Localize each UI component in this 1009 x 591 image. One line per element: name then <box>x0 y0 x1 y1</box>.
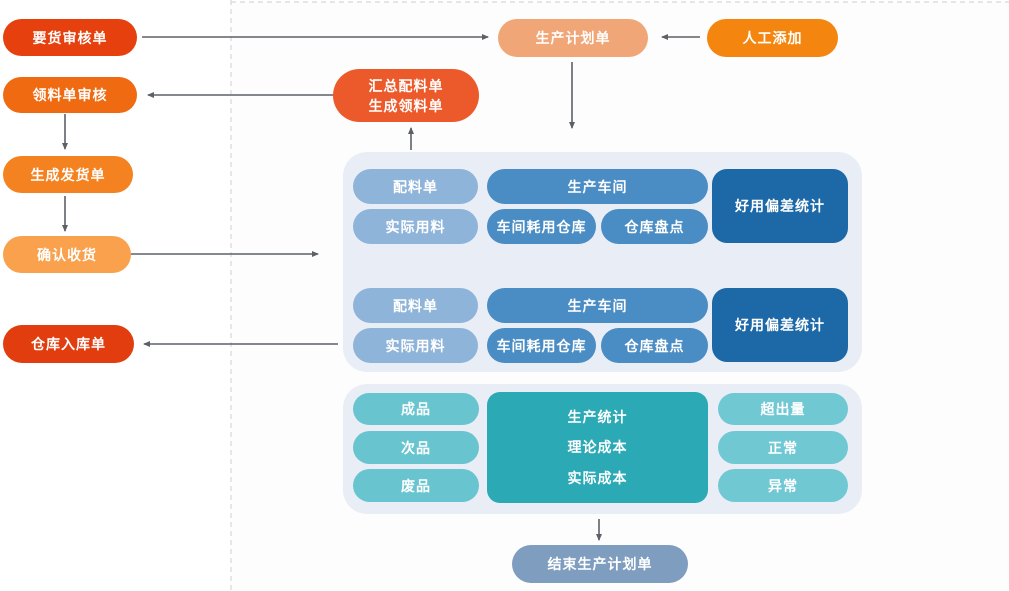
summary-node-line2: 生成领料单 <box>368 97 444 114</box>
node-production-statistics-box: 生产统计 理论成本 实际成本 <box>487 392 708 503</box>
label-actual-cost: 实际成本 <box>567 469 628 486</box>
label-production-statistics: 生产统计 <box>567 409 628 426</box>
node-workshop-consume-warehouse-1: 车间耗用仓库 <box>487 209 596 244</box>
node-status-abnormal: 异常 <box>718 469 848 502</box>
node-summary-ingredient-to-picking: 汇总配料单 生成领料单 <box>333 69 479 122</box>
node-create-shipment-order: 生成发货单 <box>3 156 133 193</box>
node-warehouse-stocktake-1: 仓库盘点 <box>601 209 708 244</box>
node-demand-review-order: 要货审核单 <box>3 19 137 56</box>
label-theoretical-cost: 理论成本 <box>567 439 628 456</box>
node-actual-usage-1: 实际用料 <box>353 209 478 244</box>
node-ingredient-list-1: 配料单 <box>353 169 478 204</box>
node-finished-product: 成品 <box>353 393 479 425</box>
node-over-quantity: 超出量 <box>718 393 848 425</box>
summary-node-line1: 汇总配料单 <box>368 77 444 94</box>
node-production-plan-order: 生产计划单 <box>498 19 648 57</box>
node-warehouse-inbound-order: 仓库入库单 <box>3 325 134 363</box>
node-production-workshop-2: 生产车间 <box>487 288 708 323</box>
node-usage-deviation-stats-1: 好用偏差统计 <box>712 169 848 243</box>
node-production-workshop-1: 生产车间 <box>487 169 708 204</box>
node-confirm-receipt: 确认收货 <box>3 236 131 273</box>
node-status-normal: 正常 <box>718 431 848 464</box>
node-picking-list-review: 领料单审核 <box>3 77 137 113</box>
node-workshop-consume-warehouse-2: 车间耗用仓库 <box>487 328 596 363</box>
node-warehouse-stocktake-2: 仓库盘点 <box>601 328 708 363</box>
node-actual-usage-2: 实际用料 <box>353 328 478 363</box>
node-manual-add: 人工添加 <box>707 19 838 57</box>
node-defective-product: 次品 <box>353 431 479 464</box>
node-scrap-product: 废品 <box>353 469 479 502</box>
node-end-production-plan: 结束生产计划单 <box>512 545 688 583</box>
node-ingredient-list-2: 配料单 <box>353 288 478 323</box>
node-usage-deviation-stats-2: 好用偏差统计 <box>712 288 848 362</box>
